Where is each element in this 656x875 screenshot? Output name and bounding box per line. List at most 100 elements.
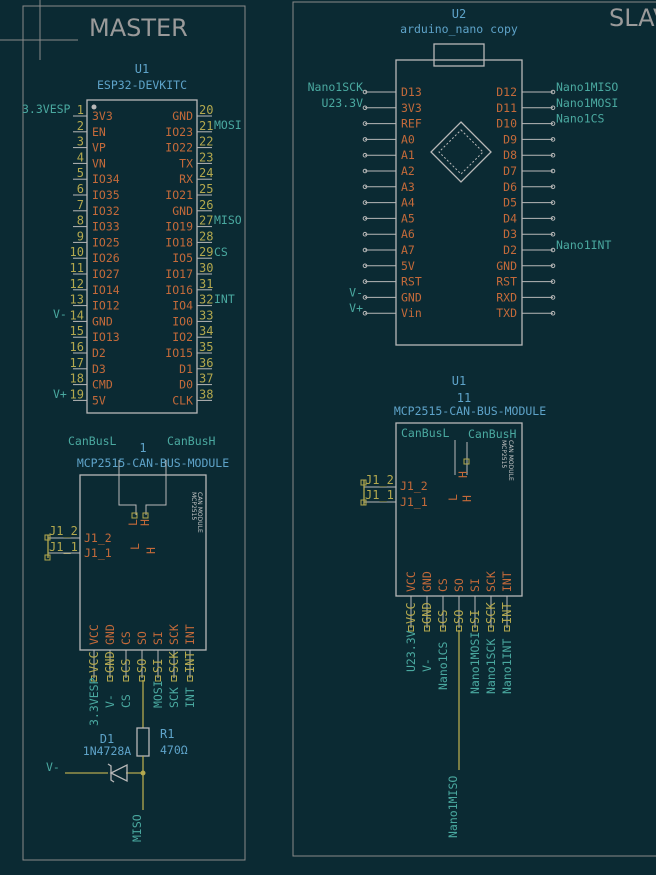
master-can-pin-sck: SCK [167,624,181,645]
diode-net-v-minus: V- [46,760,60,774]
master-can-net-int: INT [183,687,197,708]
slave-sheet-frame [292,1,656,857]
esp32-pin-num-16: 16 [70,340,84,354]
esp32-pin-num-28: 28 [199,229,213,243]
master-can-module[interactable]: 1 MCP2515-CAN-BUS-MODULE CanBusL CanBusH… [44,434,229,726]
esp32-pin-num-23: 23 [199,150,213,164]
slave-can-pinnum-int: INT [500,602,514,624]
slave-can-pin-vcc: VCC [404,571,418,592]
esp32-pin-num-37: 37 [199,372,213,386]
slave-j1-1-outer: J1_1 [365,488,394,502]
slave-j1-1-label: J1_1 [400,495,428,509]
slave-can-module[interactable]: U1 11 MCP2515-CAN-BUS-MODULE CanBusL Can… [360,374,546,838]
nano-pin-d13-left: D13 [401,85,422,99]
master-can-pinnum-cs: CS [119,659,133,673]
net-label-cs: CS [214,245,228,259]
esp32-pin-io0: IO0 [172,314,193,328]
esp32-pin-io4: IO4 [172,299,193,313]
esp32-pin-d3: D3 [92,362,106,376]
esp32-pin-num-14: 14 [70,308,84,322]
esp32-pin-num-25: 25 [199,182,213,196]
nano-pin-d6-right: D6 [503,180,517,194]
master-h-label: H [144,547,158,554]
nano-usb-connector [433,43,485,67]
slave-can-net-nano1mosi: Nano1MOSI [468,632,482,694]
esp32-pin-io33: IO33 [92,220,120,234]
esp32-pin-num-1: 1 [77,103,84,117]
master-can-ref: 1 [139,441,146,455]
master-can-pinnum-int: INT [183,651,197,673]
nano-net-nano1cs: Nano1CS [556,112,605,126]
slave-can-ref: U1 [452,374,466,388]
esp32-pin-num-34: 34 [199,324,213,338]
esp32-pin-io19: IO19 [165,220,193,234]
slave-j1-2-outer: J1_2 [365,473,394,487]
master-h-pad [142,512,149,519]
master-module-text-2: CAN MODULE [196,492,203,533]
esp32-pin-vp: VP [92,141,106,155]
net-label-miso: MISO [214,213,242,227]
esp32-pin-en: EN [92,125,106,139]
slave-can-pin-si: SI [468,578,482,592]
esp32-pin-io22: IO22 [165,141,193,155]
nano-value: arduino_nano copy [400,22,518,36]
esp32-pin-num-24: 24 [199,166,213,180]
master-l-pad [131,512,138,519]
slave-can-ref2: 11 [457,391,471,405]
esp32-pin-tx: TX [179,156,193,170]
master-canbush-label: CanBusH [167,434,216,448]
slave-can-net-u23-3v: U23.3V [404,630,418,672]
master-canh-wire [145,460,167,515]
slave-can-pinnum-cs: CS [436,610,450,624]
esp32-ref: U1 [135,62,149,76]
nano-pin-gnd-left: GND [401,290,422,304]
master-can-pinnum-si: SI [151,659,165,673]
esp32-pin-num-2: 2 [77,119,84,133]
master-sheet: MASTER [0,0,246,861]
slave-can-net-nano1sck: Nano1SCK [484,639,498,694]
nano-pin-d9-right: D9 [503,132,517,146]
nano-ref: U2 [452,7,466,21]
esp32-pin-num-13: 13 [70,293,84,307]
master-j1-2-label: J1_2 [84,531,112,545]
master-h-pin: H [138,519,152,526]
slave-can-pinnum-so: SO [452,610,466,624]
nano-pin-rxd-right: RXD [496,290,517,304]
slave-l-label: L [446,494,460,501]
master-can-bottom-pins: VCCVCC3.3VESPGNDGNDV-CSCSCSSOSOSISIMOSIS… [87,624,197,726]
nano-net-nano1sck: Nano1SCK [308,80,363,94]
diode-d1[interactable] [109,763,128,783]
master-can-pin-so: SO [135,631,149,645]
esp32-pin-num-19: 19 [70,387,84,401]
miso-protection-circuit[interactable]: R1 470Ω D1 1N4728A V- MISO [46,680,188,842]
master-can-value: MCP2515-CAN-BUS-MODULE [77,456,229,470]
arduino-nano-symbol[interactable]: U2 arduino_nano copy D13Nano1SCK3V3U23.3… [308,7,619,346]
slave-can-pinnum-si: SI [468,610,482,624]
nano-pin-3v3-left: 3V3 [401,101,422,115]
miso-net-label: MISO [130,814,144,842]
resistor-r1[interactable] [136,727,150,757]
slave-can-pin-sck: SCK [484,571,498,592]
master-can-pinnum-sck: SCK [167,651,181,673]
slave-title: SLAVE [609,4,656,32]
nano-net-nano1int: Nano1INT [556,238,611,252]
nano-pin-a3-left: A3 [401,180,415,194]
esp32-pin-d2: D2 [92,346,106,360]
master-j1-1-label: J1_1 [84,546,112,560]
net-label-mosi: MOSI [214,118,242,132]
esp32-pin-io5: IO5 [172,251,193,265]
nano-pin-vin-left: Vin [401,306,422,320]
esp32-pin-num-36: 36 [199,356,213,370]
esp32-pin-io35: IO35 [92,188,120,202]
esp32-pin-io25: IO25 [92,235,120,249]
net-label-3v3esp: 3.3VESP [22,102,71,116]
pin1-marker [91,104,97,110]
nano-pin-d7-right: D7 [503,164,517,178]
master-can-pin-int: INT [183,624,197,645]
nano-net-v: V+ [349,301,363,315]
nano-pin-rst-left: RST [401,275,422,289]
nano-pin-d3-right: D3 [503,227,517,241]
esp32-pin-3v3: 3V3 [92,109,113,123]
nano-pin-a4-left: A4 [401,196,415,210]
